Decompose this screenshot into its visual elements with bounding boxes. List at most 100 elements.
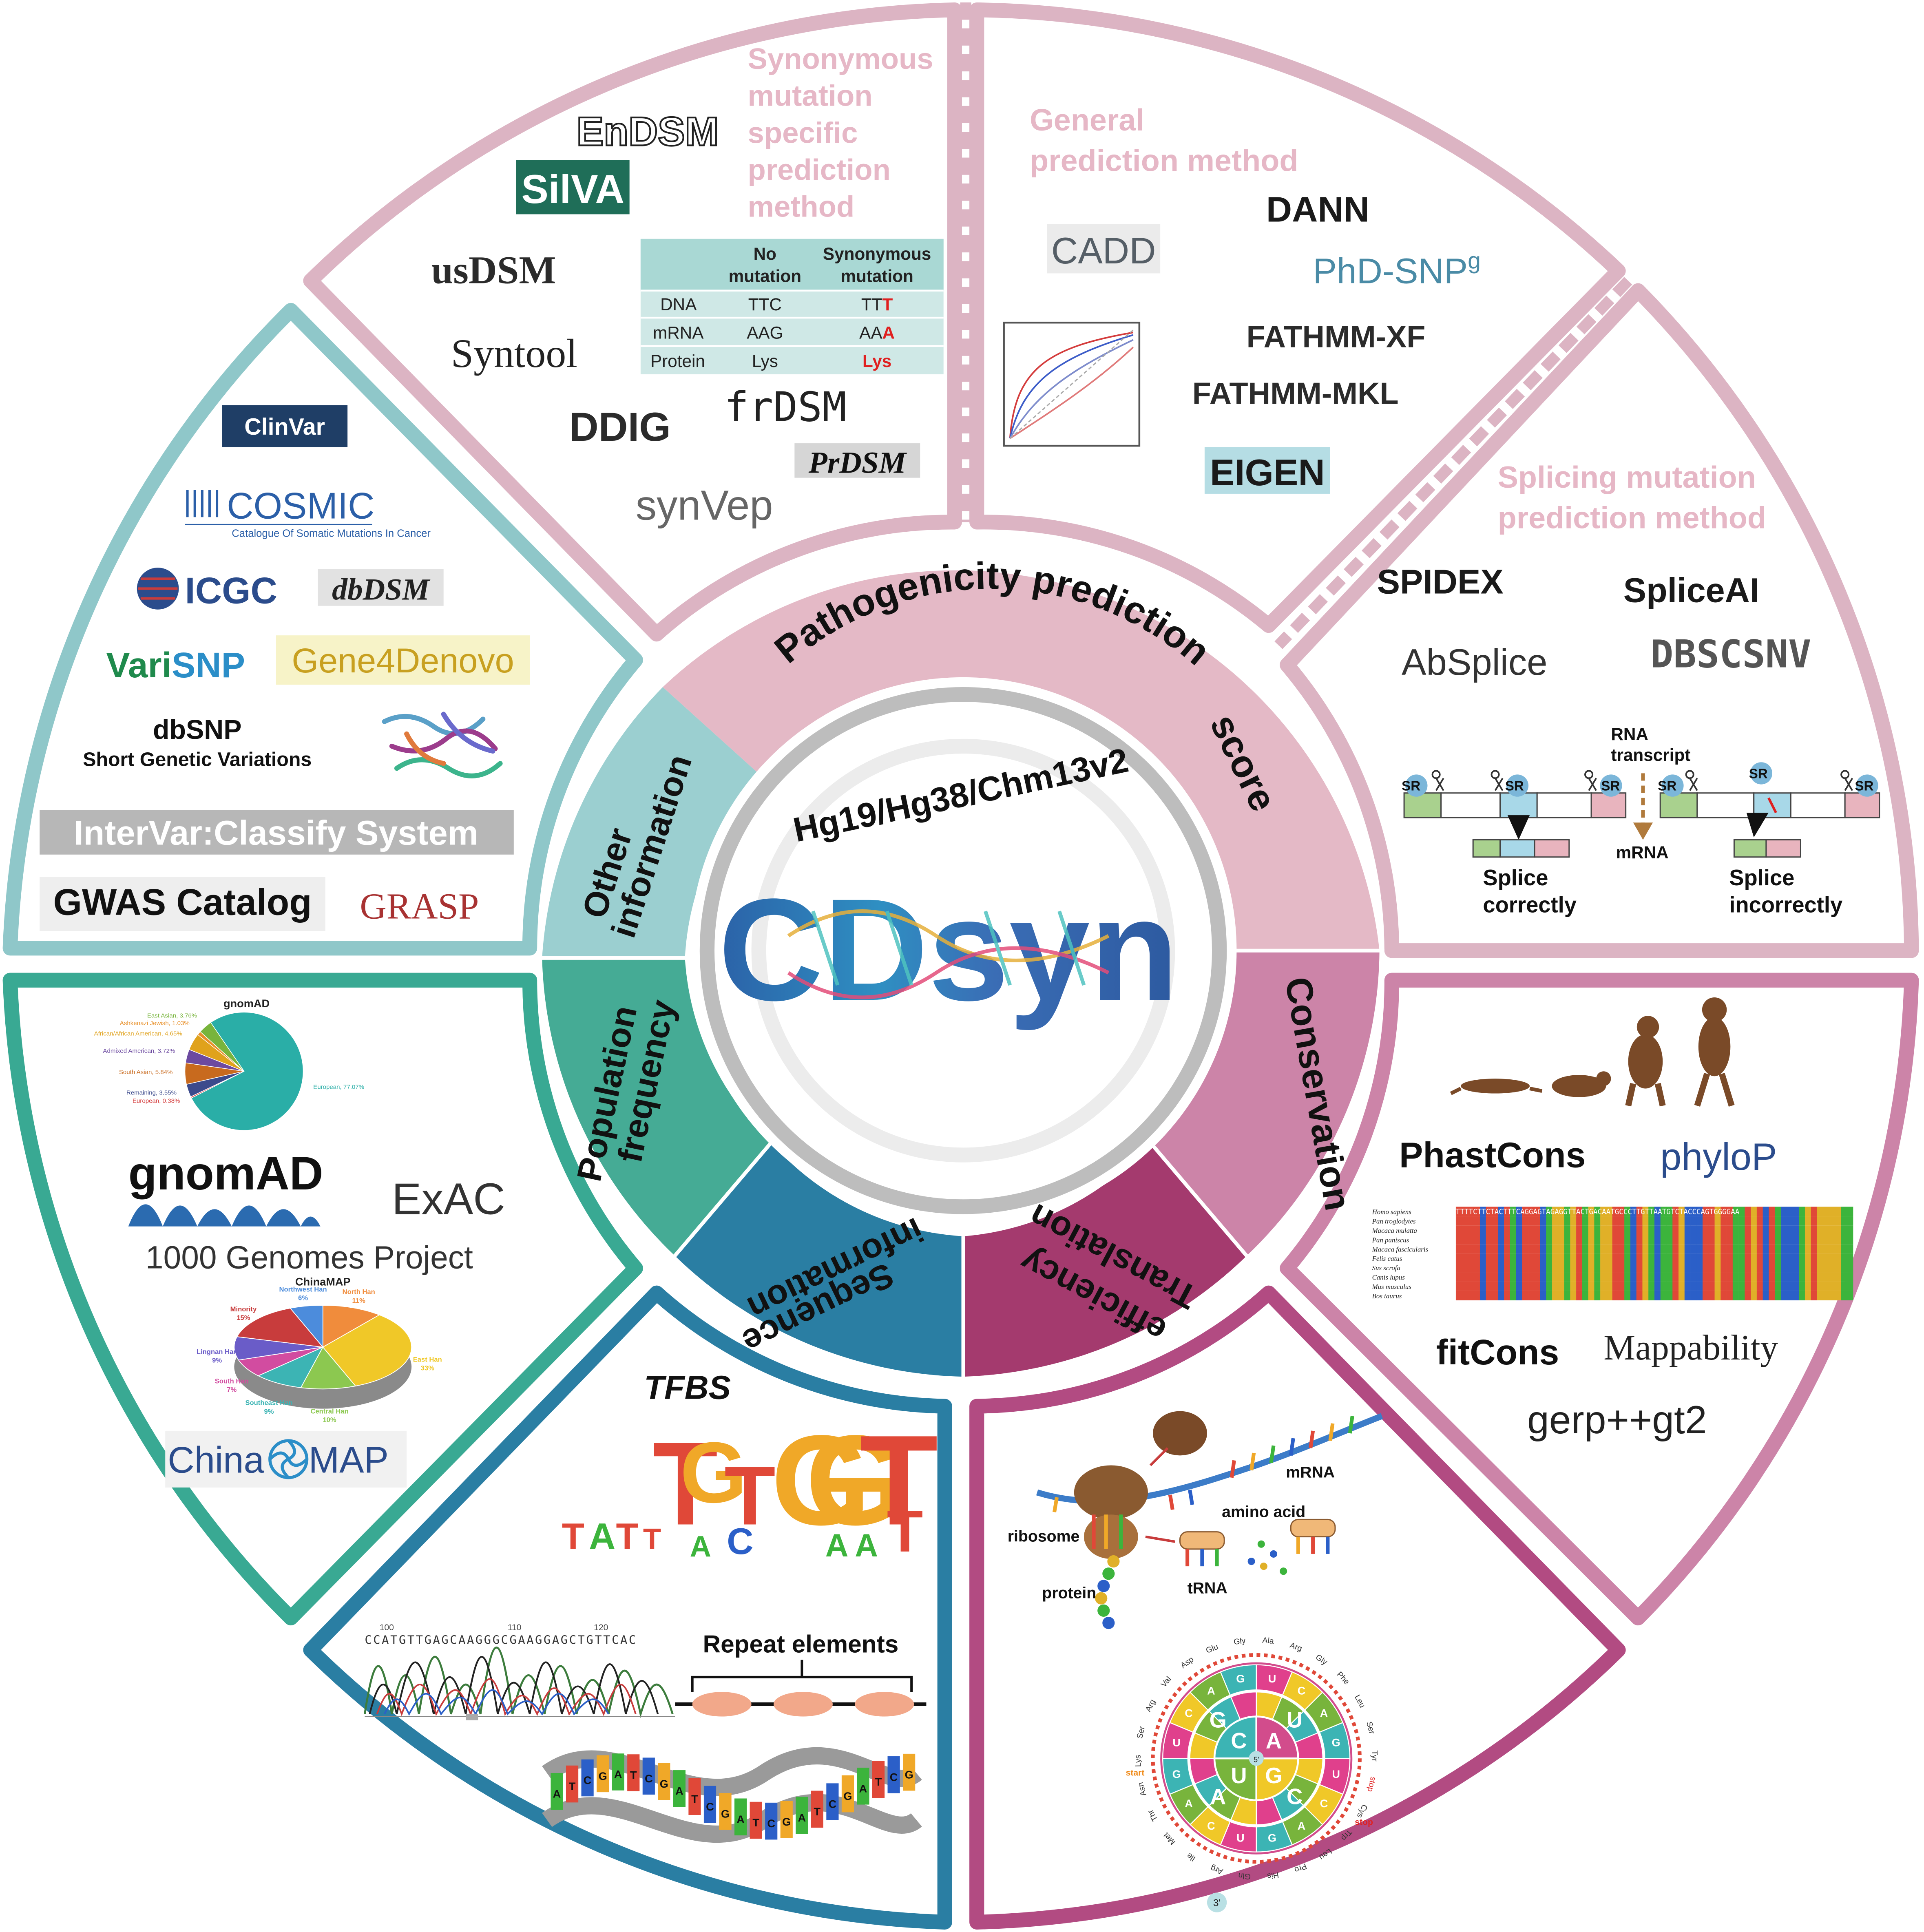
alignment-cell xyxy=(1588,1263,1594,1273)
gnomad-pie-slice xyxy=(199,1022,245,1072)
alignment-cell xyxy=(1847,1263,1853,1273)
alignment-cell xyxy=(1546,1272,1552,1282)
alignment-cell xyxy=(1474,1291,1480,1300)
alignment-cell xyxy=(1799,1225,1805,1235)
alignment-cell xyxy=(1455,1216,1462,1226)
alignment-cell xyxy=(1666,1272,1673,1282)
alignment-cell xyxy=(1486,1281,1492,1291)
alignment-cell xyxy=(1811,1225,1817,1235)
alignment-species-label: Pan paniscus xyxy=(1372,1236,1409,1244)
alignment-cell xyxy=(1666,1216,1673,1226)
alignment-cell xyxy=(1696,1263,1703,1273)
alignment-cell xyxy=(1703,1207,1709,1216)
alignment-cell xyxy=(1708,1291,1715,1300)
gnomad-pie-label: South Asian, 5.84% xyxy=(119,1069,173,1076)
alignment-cell xyxy=(1775,1225,1781,1235)
tool-gene4denovo: Gene4Denovo xyxy=(292,641,514,680)
codon-start-label: start xyxy=(1126,1768,1145,1777)
other-panel-border xyxy=(2,303,643,956)
alignment-cell xyxy=(1696,1253,1703,1263)
alignment-species-label: Bos taurus xyxy=(1372,1292,1402,1300)
chromatogram: 100 110 120 CCATGTTGAGCAAGGGCGAAGGAGCTGT… xyxy=(364,1623,675,1720)
alignment-cell xyxy=(1708,1235,1715,1245)
alignment-cell xyxy=(1787,1207,1793,1216)
svg-text:TTC: TTC xyxy=(748,295,782,314)
alignment-cell xyxy=(1546,1291,1552,1300)
alignment-cell xyxy=(1612,1253,1619,1263)
alignment-cell xyxy=(1654,1244,1661,1254)
alignment-cell xyxy=(1588,1281,1594,1291)
svg-text:method: method xyxy=(748,190,855,223)
prdsm-box xyxy=(794,443,920,478)
alignment-cell xyxy=(1594,1244,1601,1254)
alignment-cell xyxy=(1708,1253,1715,1263)
alignment-cell xyxy=(1492,1244,1498,1254)
alignment-cell xyxy=(1576,1235,1583,1245)
alignment-cell xyxy=(1630,1272,1637,1282)
alignment-cell xyxy=(1606,1244,1612,1254)
alignment-cell xyxy=(1498,1263,1504,1273)
chinamap-pie-slice xyxy=(290,1305,323,1348)
codon-wheel-letter: G xyxy=(1268,1832,1276,1844)
svg-text:A: A xyxy=(825,1527,849,1563)
chinamap-pie-slice xyxy=(300,1346,356,1390)
tfbs-sequence-logo: T G T G G T T T A T T A C A A xyxy=(562,1408,938,1564)
alignment-cell xyxy=(1684,1263,1691,1273)
alignment-cell xyxy=(1727,1244,1733,1254)
alignment-cell xyxy=(1769,1263,1775,1273)
alignment-cell xyxy=(1510,1244,1516,1254)
alignment-cell xyxy=(1582,1291,1588,1300)
codon-wheel-first-base xyxy=(1213,1757,1257,1802)
tool-fathmm-xf: FATHMM-XF xyxy=(1247,320,1426,354)
alignment-cell xyxy=(1455,1272,1462,1282)
codon-wheel-inner-letter: G xyxy=(1210,1707,1227,1732)
dbdsm-box xyxy=(318,569,444,606)
alignment-cell xyxy=(1528,1253,1535,1263)
dna-base-letter: C xyxy=(890,1771,898,1783)
alignment-cell xyxy=(1763,1263,1769,1273)
alignment-cell xyxy=(1582,1244,1588,1254)
alignment-cell xyxy=(1630,1253,1637,1263)
alignment-species-label: Felis catus xyxy=(1372,1255,1402,1262)
alignment-cell xyxy=(1636,1291,1643,1300)
alignment-cell xyxy=(1564,1235,1570,1245)
alignment-cell xyxy=(1479,1253,1486,1263)
alignment-cell xyxy=(1516,1291,1522,1300)
alignment-cell xyxy=(1618,1253,1625,1263)
alignment-cell xyxy=(1462,1291,1468,1300)
alignment-cell xyxy=(1600,1253,1607,1263)
dna-base-pair xyxy=(566,1765,579,1803)
alignment-cell xyxy=(1823,1244,1829,1254)
alignment-cell xyxy=(1672,1263,1679,1273)
alignment-cell xyxy=(1696,1235,1703,1245)
dna-base-letter: C xyxy=(767,1817,775,1830)
alignment-cell xyxy=(1690,1281,1697,1291)
alignment-cell xyxy=(1552,1253,1559,1263)
alignment-cell xyxy=(1516,1216,1522,1226)
alignment-cell xyxy=(1558,1216,1564,1226)
svg-text:mRNA: mRNA xyxy=(1616,843,1668,862)
alignment-cell xyxy=(1479,1291,1486,1300)
codon-wheel-amino-acid: Gly xyxy=(1233,1636,1246,1647)
alignment-cell xyxy=(1714,1272,1721,1282)
codon-wheel-letter: C xyxy=(1298,1684,1306,1697)
alignment-cell xyxy=(1817,1216,1823,1226)
codon-wheel-core-letter: U xyxy=(1231,1763,1247,1788)
alignment-cell xyxy=(1763,1225,1769,1235)
alignment-cell xyxy=(1582,1272,1588,1282)
alignment-cell xyxy=(1570,1216,1577,1226)
alignment-cell xyxy=(1630,1225,1637,1235)
alignment-cell xyxy=(1516,1235,1522,1245)
alignment-cell xyxy=(1636,1225,1643,1235)
alignment-cell xyxy=(1732,1253,1739,1263)
alignment-cell xyxy=(1745,1244,1751,1254)
alignment-cell xyxy=(1468,1272,1474,1282)
alignment-cell xyxy=(1528,1207,1535,1216)
alignment-cell xyxy=(1841,1235,1847,1245)
alignment-cell xyxy=(1534,1235,1540,1245)
alignment-cell xyxy=(1486,1272,1492,1282)
alignment-cell xyxy=(1817,1253,1823,1263)
alignment-cell xyxy=(1672,1272,1679,1282)
svg-text:mRNA: mRNA xyxy=(653,323,704,342)
